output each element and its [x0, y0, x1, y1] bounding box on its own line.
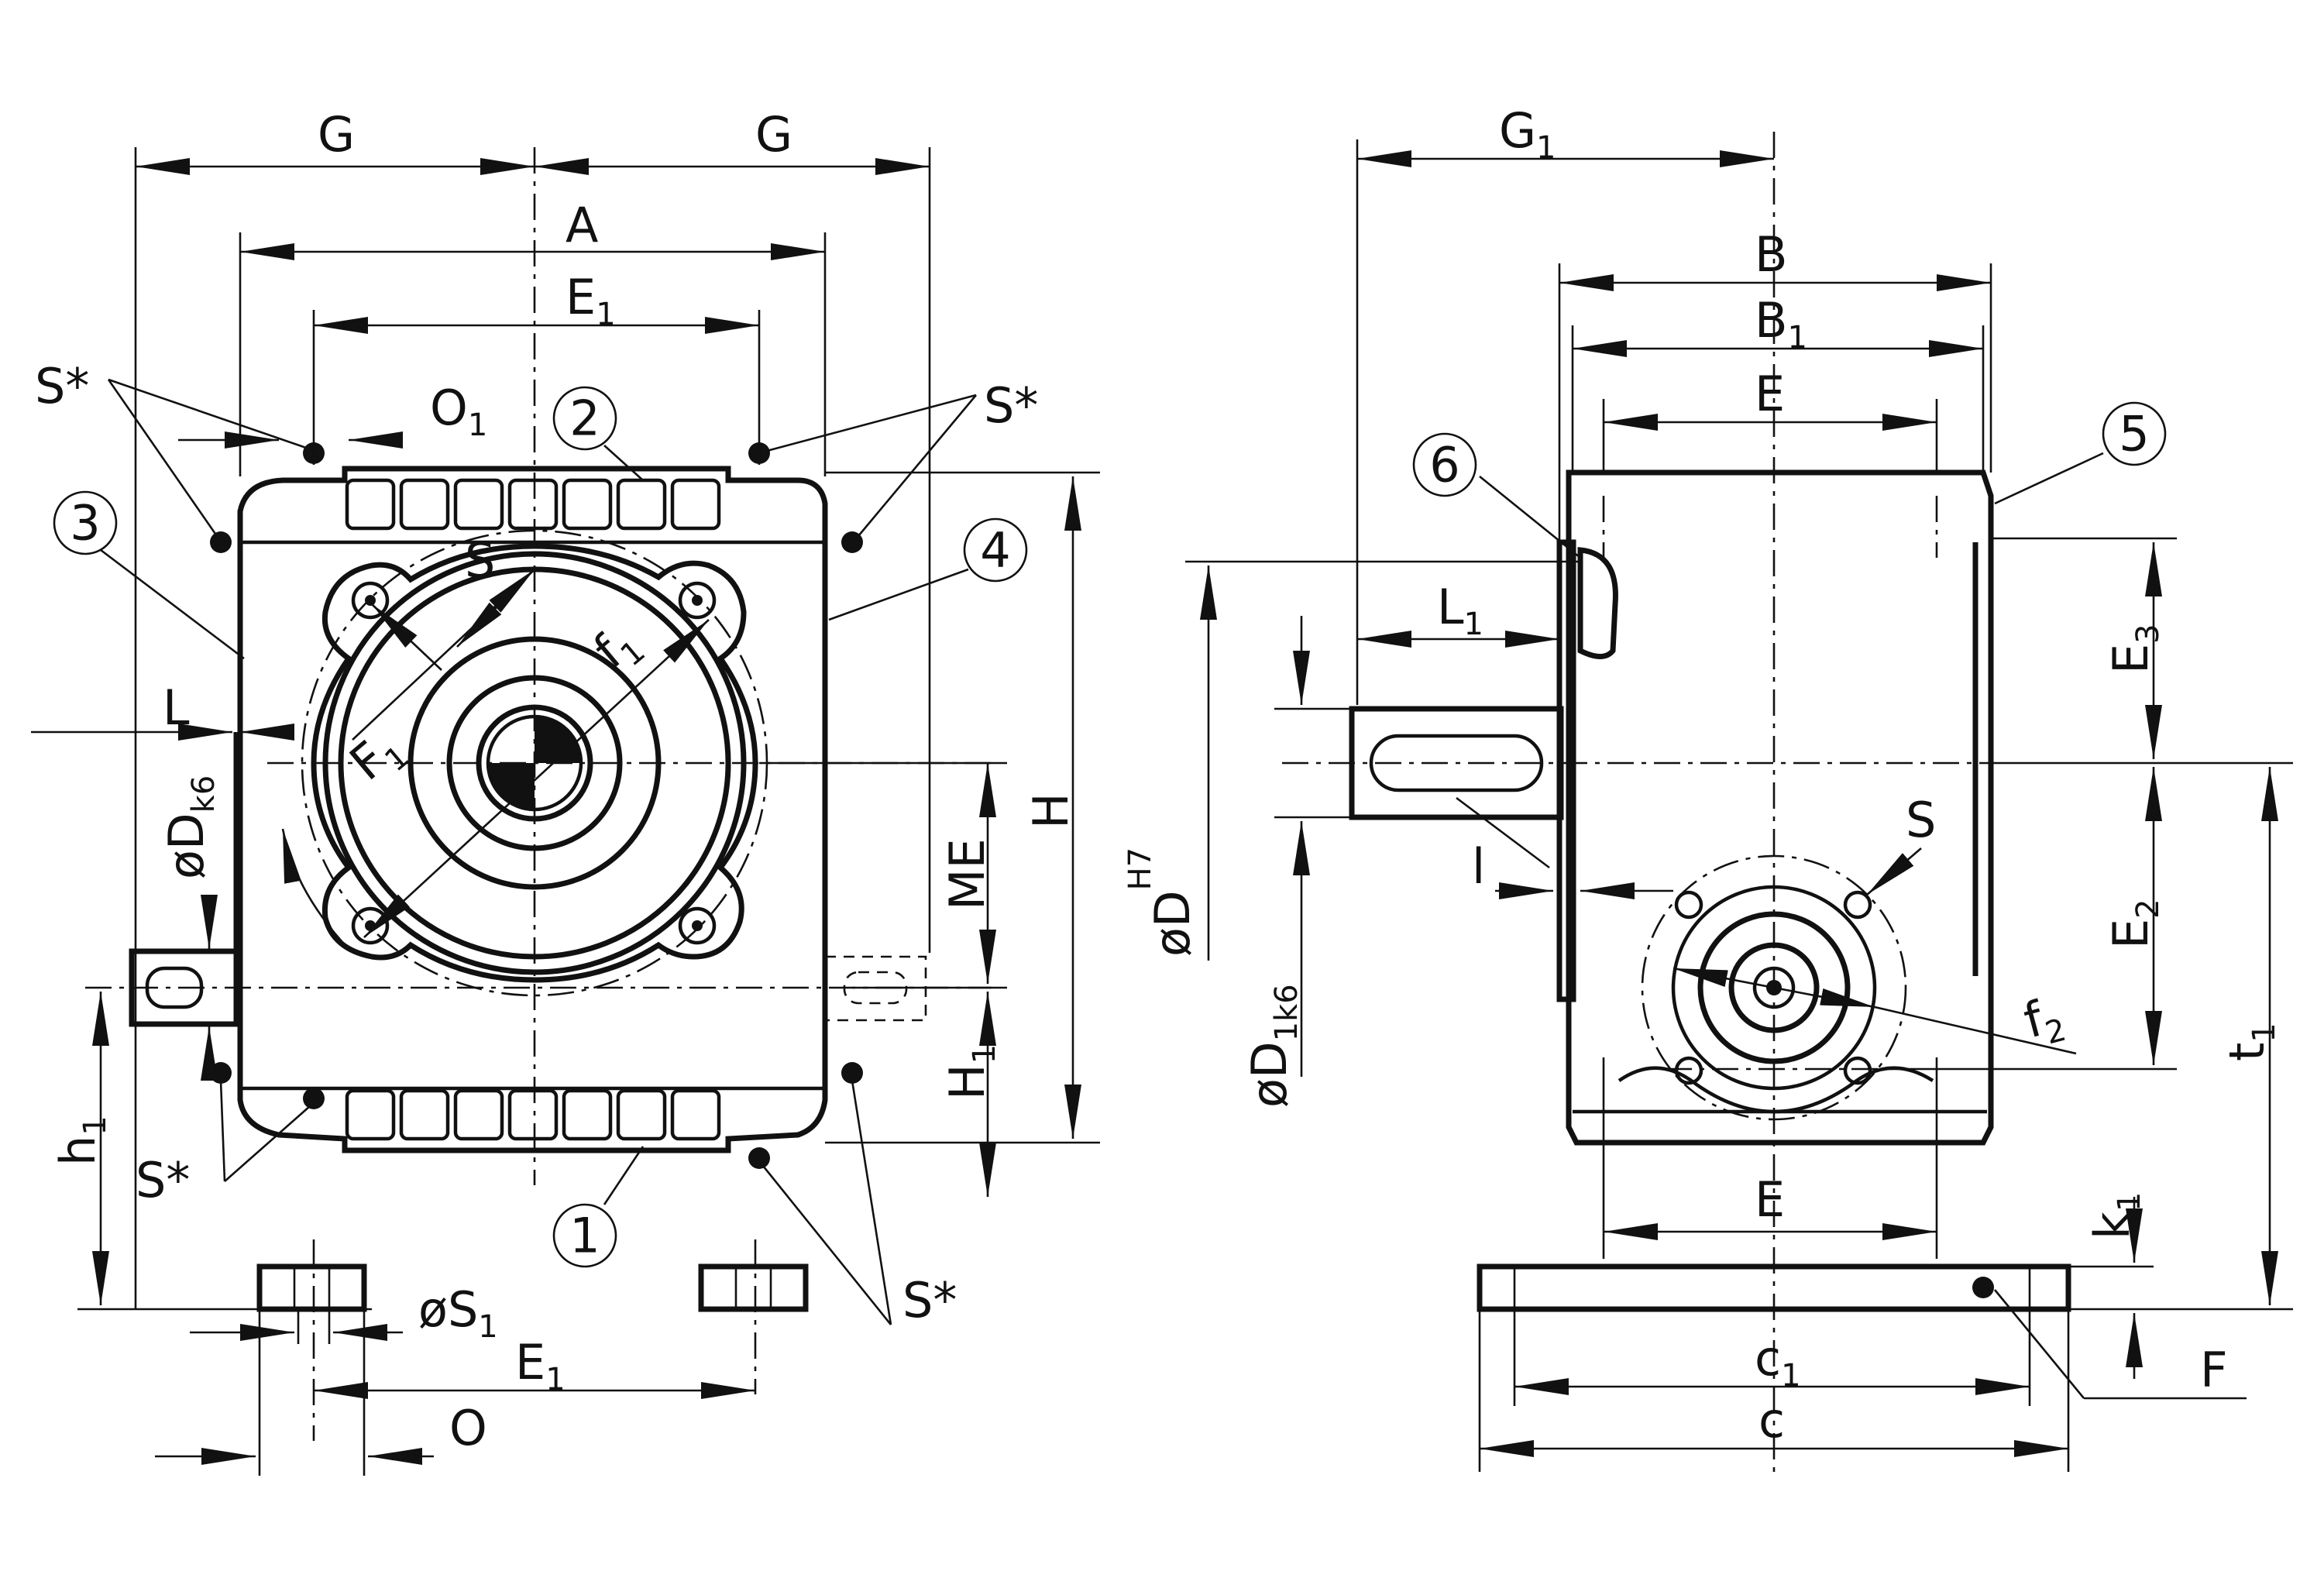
- leader-callout-5: [1994, 452, 2104, 505]
- label-sstar-tr: S*: [984, 377, 1038, 434]
- dim-F1-arc: [281, 828, 349, 950]
- label-E-bottom: E: [1755, 1171, 1785, 1228]
- side-flange-seal: [1577, 547, 1618, 659]
- label-ME: ME: [939, 838, 995, 910]
- svg-text:3: 3: [70, 495, 100, 552]
- dim-f2: [1673, 967, 1875, 1009]
- callout-1: 1: [552, 1203, 617, 1268]
- dim-S-side-leader: [1866, 847, 1922, 896]
- side-housing-outline: [1566, 469, 1994, 1146]
- label-E3: E3: [2102, 624, 2166, 674]
- leader-sstar-tr-2: [858, 394, 977, 537]
- label-E1-bottom: E1: [515, 1334, 566, 1397]
- label-S-side: S: [1906, 792, 1936, 848]
- leader-callout-3: [100, 548, 245, 660]
- dim-f2-leader: [1874, 1006, 2077, 1055]
- label-t1: t1: [2219, 1023, 2282, 1061]
- leader-callout-2: [603, 445, 644, 481]
- label-H: H: [1023, 792, 1079, 829]
- housing-outline: [237, 466, 828, 1153]
- svg-text:4: 4: [980, 522, 1010, 579]
- label-c: c: [1758, 1392, 1785, 1449]
- leader-sstar-bl-1: [219, 1080, 226, 1182]
- label-G-left: G: [318, 106, 355, 163]
- label-S1: øS1: [418, 1281, 498, 1345]
- bottom-cooling-fins: [345, 1088, 721, 1141]
- label-D-k6: øDk6: [158, 775, 222, 879]
- leader-sstar-br-2: [761, 1165, 892, 1325]
- leader-sstar-tl-2: [107, 379, 218, 537]
- label-E1-top: E1: [566, 269, 616, 332]
- callout-3: 3: [53, 490, 118, 555]
- callout-6: 6: [1412, 432, 1477, 497]
- side-base-marker: [1972, 1277, 1994, 1298]
- label-G1: G1: [1499, 102, 1556, 166]
- callout-4: 4: [963, 517, 1028, 583]
- label-h1: h1: [50, 1116, 113, 1166]
- label-O: O: [449, 1400, 487, 1456]
- side-bottom-boss: [1618, 1066, 1934, 1114]
- leader-callout-6: [1479, 475, 1581, 559]
- label-D1-k6: øD1k6: [1241, 984, 1305, 1108]
- svg-text:1: 1: [569, 1208, 600, 1264]
- left-foot-pad: [256, 1263, 367, 1312]
- label-k1: k1: [2084, 1192, 2147, 1239]
- leader-sstar-bl-2: [224, 1105, 311, 1182]
- label-L1: L1: [1437, 579, 1483, 642]
- leader-callout-1: [603, 1146, 645, 1205]
- s-star-markers: [210, 442, 863, 1169]
- callout-2: 2: [552, 386, 617, 451]
- label-F1: F1: [339, 717, 417, 796]
- label-l: l: [1472, 838, 1485, 895]
- svg-text:2: 2: [569, 390, 600, 447]
- leader-callout-4: [828, 568, 969, 621]
- label-sstar-bl: S*: [136, 1152, 190, 1208]
- label-sstar-br: S*: [902, 1272, 957, 1329]
- label-f2: f2: [2018, 985, 2070, 1056]
- label-B: B: [1755, 226, 1788, 283]
- dim-f1: [363, 619, 710, 938]
- leader-sstar-tl-1: [108, 378, 307, 449]
- label-S-front: S: [465, 532, 495, 589]
- leader-F: [1993, 1289, 2085, 1399]
- label-H1: H1: [939, 1044, 1002, 1100]
- label-O1: O1: [430, 380, 487, 443]
- motor-flange: [311, 543, 758, 983]
- label-B1: B1: [1755, 292, 1807, 356]
- side-base-plate: [1477, 1263, 2071, 1312]
- label-L: L: [163, 679, 190, 736]
- dim-F1: [352, 569, 535, 741]
- label-G-right: G: [755, 106, 792, 163]
- left-shaft-key: [145, 966, 204, 1009]
- side-input-shaft: [1349, 706, 1564, 820]
- label-E-top: E: [1755, 366, 1785, 422]
- side-input-shaft-keyway: [1369, 734, 1544, 792]
- label-f1: f1: [583, 612, 652, 684]
- side-pcd: [1641, 854, 1907, 1121]
- leader-sstar-br-1: [851, 1080, 892, 1325]
- front-view: G G A E1 O1 S* S* S* S* S f1 F1 L øDk6 H…: [31, 106, 1100, 1476]
- svg-text:6: 6: [1429, 437, 1459, 493]
- side-view: G1 B B1 E L1 l øDH7 øD1k6 S f2 E3 E2 t1 …: [1122, 102, 2293, 1480]
- svg-text:5: 5: [2119, 406, 2149, 462]
- leader-sstar-tr-1: [766, 394, 977, 452]
- callout-5: 5: [2102, 401, 2167, 466]
- side-bolt-holes: [1674, 890, 1872, 1085]
- label-F: F: [2200, 1342, 2228, 1398]
- label-c1: c1: [1755, 1330, 1801, 1394]
- label-A: A: [566, 197, 598, 253]
- flange-inner-ring: [322, 551, 747, 975]
- label-D4-H7: øDH7: [1122, 847, 1201, 957]
- label-sstar-tl: S*: [35, 358, 89, 414]
- label-E2: E2: [2102, 899, 2166, 949]
- top-cooling-fins: [345, 478, 721, 531]
- right-foot-pad: [698, 1263, 809, 1312]
